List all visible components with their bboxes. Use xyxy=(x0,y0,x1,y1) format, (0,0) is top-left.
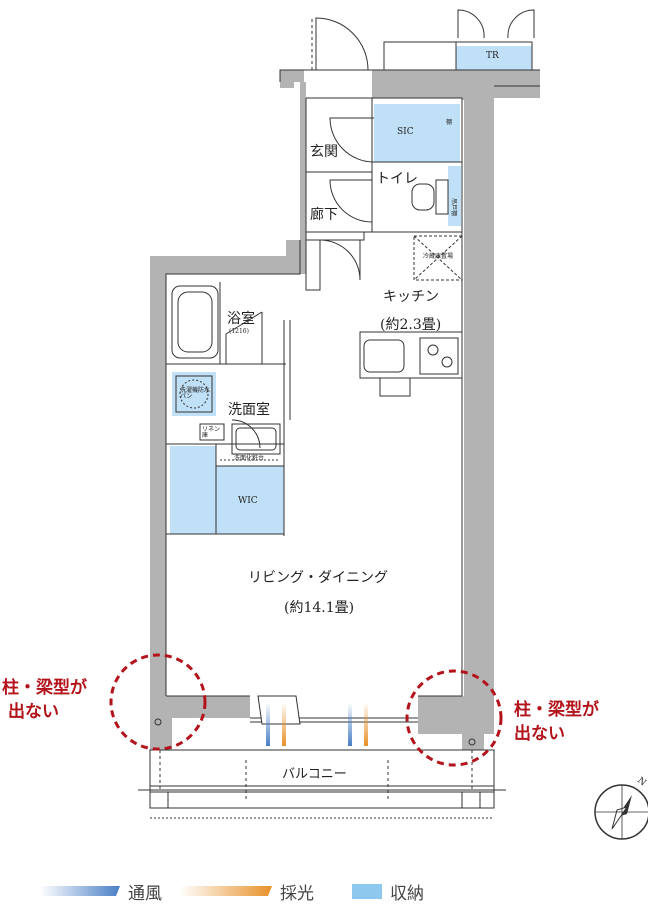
entrance-label: 玄関 xyxy=(310,144,338,160)
hallway-label: 廊下 xyxy=(310,207,338,223)
wic-label: WIC xyxy=(238,496,258,506)
legend-lighting: 採光 xyxy=(280,879,314,904)
toilet-shelf xyxy=(448,166,461,226)
sic-storage xyxy=(374,104,440,162)
legend-storage-label: 収納 xyxy=(390,884,424,904)
legend-lighting-label: 採光 xyxy=(280,884,314,904)
linen-label: リネン庫 xyxy=(202,426,221,439)
airflow-arrows xyxy=(266,702,368,746)
living-area-label: (約14.1畳) xyxy=(284,600,355,616)
wic-main xyxy=(216,466,284,534)
right-callout-text: 柱・梁型が 出ない xyxy=(514,698,599,746)
vanity-label: 洗面化粧台 xyxy=(234,455,265,462)
left-callout-text: 柱・梁型が 出ない xyxy=(2,676,87,724)
bathroom-size-label: (1216) xyxy=(229,328,249,335)
wic-left xyxy=(170,446,216,534)
toilet-shelf-label: 吊戸棚 xyxy=(450,197,458,217)
right-callout-line1: 柱・梁型が xyxy=(514,700,599,720)
tr-box xyxy=(456,46,532,70)
compass-icon xyxy=(594,784,648,840)
kitchen-label: キッチン xyxy=(383,289,439,305)
left-callout-circle xyxy=(109,653,207,751)
right-callout-line2: 出ない xyxy=(514,724,565,744)
legend-storage: 収納 xyxy=(390,879,424,904)
bathroom-label: 浴室 xyxy=(227,311,255,327)
fridge-label: 冷蔵庫置場 xyxy=(422,253,453,260)
living-label: リビング・ダイニング xyxy=(248,570,388,586)
kitchen-area-label: (約2.3畳) xyxy=(380,317,442,333)
washer-label: 洗濯機防水パン xyxy=(180,387,211,400)
balcony-label: バルコニー xyxy=(282,767,347,782)
legend-swatches xyxy=(40,884,382,899)
left-callout-line1: 柱・梁型が xyxy=(2,678,87,698)
shelf-storage xyxy=(440,104,460,162)
tr-label: TR xyxy=(486,51,499,61)
sic-label: SIC xyxy=(397,127,414,137)
right-callout-circle xyxy=(405,669,503,767)
legend-ventilation: 通風 xyxy=(128,879,162,904)
walls xyxy=(150,70,540,750)
washer-pan xyxy=(172,372,216,416)
toilet-label: トイレ xyxy=(376,171,418,187)
shelf-label: 棚 xyxy=(446,119,453,126)
legend-ventilation-label: 通風 xyxy=(128,884,162,904)
storage-areas xyxy=(170,46,532,534)
washroom-label: 洗面室 xyxy=(228,402,270,418)
left-callout-line2: 出ない xyxy=(8,702,59,722)
